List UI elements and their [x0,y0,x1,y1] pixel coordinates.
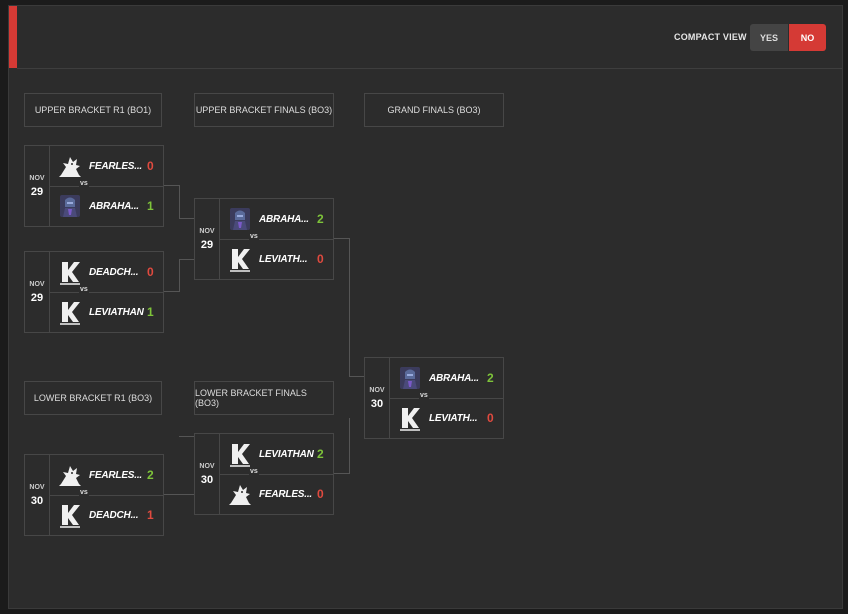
knight-avatar-icon [227,206,253,232]
match-day: 29 [200,238,214,251]
match-date: NOV 29 [25,252,50,332]
round-header-lb-r1: LOWER BRACKET R1 (BO3) [24,381,162,415]
team-name: FEARLES... [89,160,143,172]
match-date: NOV 29 [25,146,50,226]
team-name: FEARLES... [259,488,313,500]
team-score: 2 [147,468,154,482]
team-row[interactable]: LEVIATHAN 1 [49,292,163,332]
team-row[interactable]: DEADCH... 1 [49,495,163,535]
match-day: 30 [200,473,214,486]
knight-avatar-icon [57,193,83,219]
match-date: NOV 30 [25,455,50,535]
match-date: NOV 29 [195,199,220,279]
vs-label: vs [249,233,259,240]
vs-label: vs [79,286,89,293]
team-row[interactable]: ABRAHA... 1 [49,186,163,226]
team-name: DEADCH... [89,266,139,278]
team-row[interactable]: LEVIATH... 0 [219,239,333,279]
compact-view-label: COMPACT VIEW [674,32,747,42]
team-row[interactable]: FEARLES... 2 [49,455,163,496]
team-name: LEVIATH... [259,253,308,265]
k-logo-icon [57,299,83,325]
team-row[interactable]: LEVIATH... 0 [389,398,503,438]
match-month: NOV [199,227,215,235]
round-header-ub-finals: UPPER BRACKET FINALS (BO3) [194,93,334,127]
k-logo-icon [57,259,83,285]
connector [179,436,195,455]
team-row[interactable]: LEVIATHAN 2 [219,434,333,475]
team-score: 0 [487,411,494,425]
match-month: NOV [29,280,45,288]
round-header-ub-r1: UPPER BRACKET R1 (BO1) [24,93,162,127]
connector [164,185,180,219]
team-score: 1 [147,305,154,319]
match-day: 30 [370,397,384,410]
bracket-panel: COMPACT VIEW YES NO [8,5,843,609]
accent-bar [9,6,17,68]
team-score: 0 [147,159,154,173]
header-divider [17,68,842,69]
k-logo-icon [397,405,423,431]
connector [179,218,194,220]
team-name: ABRAHA... [429,372,479,384]
round-header-grand-finals: GRAND FINALS (BO3) [364,93,504,127]
team-name: ABRAHA... [89,200,139,212]
match-ub-r1-2[interactable]: NOV 29 DEADCH... 0 vs LEVIATHAN 1 [24,251,164,333]
team-score: 0 [317,487,324,501]
connector [164,259,180,292]
match-date: NOV 30 [365,358,390,438]
match-day: 29 [30,291,44,304]
team-row[interactable]: FEARLES... 0 [219,474,333,514]
team-score: 2 [487,371,494,385]
vs-label: vs [79,180,89,187]
team-row[interactable]: ABRAHA... 2 [389,358,503,399]
match-ub-final[interactable]: NOV 29 ABRAHA... 2 vs LEVIATH... 0 [194,198,334,280]
connector [334,418,350,474]
k-logo-icon [57,502,83,528]
match-grand-final[interactable]: NOV 30 ABRAHA... 2 vs LEVIATH... 0 [364,357,504,439]
match-day: 30 [30,494,44,507]
vs-label: vs [79,489,89,496]
team-score: 2 [317,212,324,226]
vs-label: vs [249,468,259,475]
round-header-lb-finals: LOWER BRACKET FINALS (BO3) [194,381,334,415]
team-name: DEADCH... [89,509,139,521]
compact-view-yes-button[interactable]: YES [750,24,788,51]
match-ub-r1-1[interactable]: NOV 29 FEARLES... 0 vs ABRAHA... 1 [24,145,164,227]
team-name: FEARLES... [89,469,143,481]
connector [349,376,364,378]
k-logo-icon [227,246,253,272]
connector [334,238,350,377]
team-score: 1 [147,199,154,213]
team-name: ABRAHA... [259,213,309,225]
team-name: LEVIATHAN [89,306,144,318]
match-month: NOV [369,386,385,394]
match-day: 29 [30,185,44,198]
dragon-logo-icon [57,462,83,488]
k-logo-icon [227,441,253,467]
team-name: LEVIATH... [429,412,478,424]
team-score: 0 [147,265,154,279]
dragon-logo-icon [227,481,253,507]
team-row[interactable]: ABRAHA... 2 [219,199,333,240]
match-lb-r1[interactable]: NOV 30 FEARLES... 2 vs DEADCH... 1 [24,454,164,536]
knight-avatar-icon [397,365,423,391]
match-month: NOV [199,462,215,470]
match-month: NOV [29,483,45,491]
team-row[interactable]: FEARLES... 0 [49,146,163,187]
vs-label: vs [419,392,429,399]
team-score: 0 [317,252,324,266]
team-name: LEVIATHAN [259,448,314,460]
team-score: 1 [147,508,154,522]
match-lb-final[interactable]: NOV 30 LEVIATHAN 2 vs FEARLES... 0 [194,433,334,515]
compact-view-no-button[interactable]: NO [789,24,826,51]
connector [164,494,194,496]
connector [179,259,194,261]
match-month: NOV [29,174,45,182]
team-row[interactable]: DEADCH... 0 [49,252,163,293]
team-score: 2 [317,447,324,461]
dragon-logo-icon [57,153,83,179]
match-date: NOV 30 [195,434,220,514]
